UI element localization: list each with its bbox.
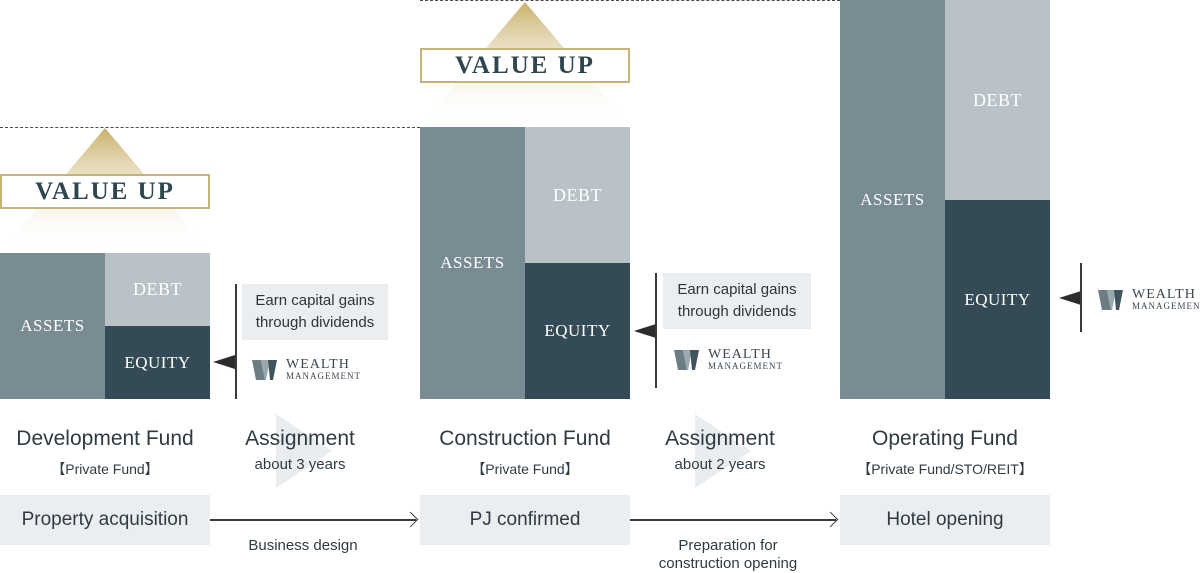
wealth-management-logo-2: WEALTH MANAGEMENT [674, 348, 783, 371]
fund-subtitle-development: 【Private Fund】 [51, 461, 159, 477]
stage-hotel-opening: Hotel opening [840, 495, 1050, 545]
fund-subtitle-construction: 【Private Fund】 [471, 461, 579, 477]
dashed-guide-line-1 [0, 127, 420, 128]
assets-block-development: ASSETS [0, 253, 105, 399]
dividends-callout-1: Earn capital gains through dividends [242, 284, 388, 340]
callout-line-1 [235, 284, 237, 399]
equity-block-construction: EQUITY [525, 263, 630, 399]
equity-block-operating: EQUITY [945, 200, 1050, 399]
fund-subtitle-operating: 【Private Fund/STO/REIT】 [857, 461, 1033, 477]
stage-property-acquisition: Property acquisition [0, 495, 210, 545]
flow-arrow-line-2 [630, 519, 836, 521]
fund-title-operating: Operating Fund [872, 427, 1018, 450]
assignment-duration-1: about 3 years [254, 456, 346, 473]
equity-block-development: EQUITY [105, 326, 210, 399]
logo-text: WEALTH MANAGEMENT [708, 347, 783, 371]
debt-block-operating: DEBT [945, 0, 1050, 200]
dashed-guide-line-2 [420, 0, 840, 1]
assignment-title-2: Assignment [665, 427, 775, 450]
value-up-label-1: VALUE UP [0, 174, 210, 209]
wealth-management-logo-1: WEALTH MANAGEMENT [252, 358, 361, 381]
dividends-callout-2: Earn capital gains through dividends [663, 273, 811, 329]
logo-text: WEALTH MANAGEMENT [286, 357, 361, 381]
wealth-management-logo-icon [674, 349, 699, 370]
assets-block-construction: ASSETS [420, 127, 525, 399]
equity-pointer-1 [213, 355, 235, 369]
step-label-preparation: Preparation for construction opening [658, 537, 798, 572]
flow-arrowhead-2 [822, 511, 839, 528]
flow-arrow-line-1 [210, 519, 416, 521]
stage-pj-confirmed: PJ confirmed [420, 495, 630, 545]
callout-line1: Earn capital gains [255, 292, 375, 309]
assignment-arrow-1 [276, 414, 332, 488]
flow-arrowhead-1 [402, 511, 419, 528]
fund-title-development: Development Fund [16, 427, 194, 450]
fund-title-construction: Construction Fund [439, 427, 611, 450]
equity-pointer-2 [634, 324, 656, 338]
logo-text: WEALTH MANAGEMENT [1132, 287, 1200, 311]
wealth-management-logo-3: WEALTH MANAGEMENT [1098, 288, 1200, 311]
callout-line-3 [1080, 263, 1082, 332]
value-up-label-2: VALUE UP [420, 48, 630, 83]
callout-line2: through dividends [255, 314, 375, 331]
wealth-management-logo-icon [1098, 289, 1123, 310]
step-label-business-design: Business design [248, 537, 358, 554]
callout-line-2 [655, 273, 657, 388]
assignment-title-1: Assignment [245, 427, 355, 450]
assignment-duration-2: about 2 years [674, 456, 766, 473]
assets-block-operating: ASSETS [840, 0, 945, 399]
wealth-management-logo-icon [252, 359, 277, 380]
equity-pointer-3 [1059, 291, 1081, 305]
debt-block-construction: DEBT [525, 127, 630, 263]
callout-line2: through dividends [677, 303, 797, 320]
debt-block-development: DEBT [105, 253, 210, 326]
callout-line1: Earn capital gains [677, 281, 797, 298]
assignment-arrow-2 [695, 414, 751, 488]
